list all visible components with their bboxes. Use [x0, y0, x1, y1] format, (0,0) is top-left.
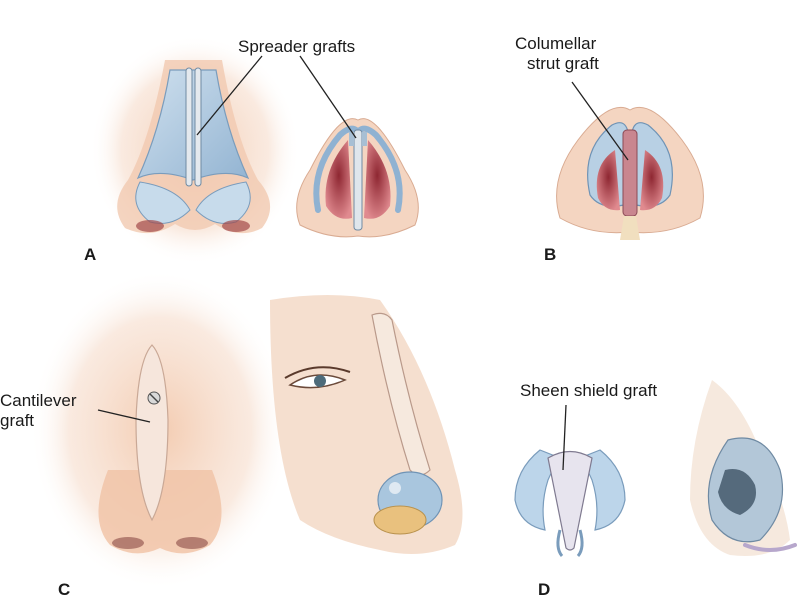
leader-line-cantilever [97, 409, 151, 423]
panel-b-basal-view [556, 106, 704, 240]
panel-d-lateral-view [690, 380, 797, 556]
panel-c-lateral-view [270, 295, 463, 554]
label-cantilever-graft: Cantilever graft [0, 391, 77, 431]
label-spreader-grafts: Spreader grafts [238, 37, 356, 56]
leader-line-spreader-a [196, 55, 263, 136]
panel-letter-c: C [58, 580, 71, 599]
spreader-graft-left [185, 67, 193, 187]
leader-line-columellar [571, 81, 629, 161]
upper-lateral-cartilage [136, 69, 250, 181]
leader-line-spreader-b [299, 55, 357, 139]
panel-a-frontal-nose [90, 35, 300, 265]
panel-letter-d: D [538, 580, 551, 599]
label-cantilever-line2: graft [0, 411, 35, 430]
lower-lateral-cartilage [135, 181, 191, 224]
panel-d-shield-graft [514, 449, 626, 557]
panel-a-basal-view [296, 118, 419, 238]
label-columellar-line1: Columellar [515, 34, 597, 53]
leader-line-sheen [562, 404, 567, 471]
shield-graft [547, 450, 593, 551]
panel-c-frontal-nose [30, 270, 290, 590]
leader-lines [97, 55, 629, 471]
cantilever-graft [135, 344, 169, 522]
panel-letter-b: B [544, 245, 557, 264]
label-cantilever-line1: Cantilever [0, 391, 77, 410]
label-columellar-strut: Columellar strut graft [515, 34, 599, 74]
spreader-graft-right [194, 67, 202, 187]
label-columellar-line2: strut graft [527, 54, 599, 73]
label-sheen-shield-graft: Sheen shield graft [520, 381, 658, 400]
panel-letter-a: A [84, 245, 97, 264]
columellar-strut-graft [622, 129, 638, 217]
